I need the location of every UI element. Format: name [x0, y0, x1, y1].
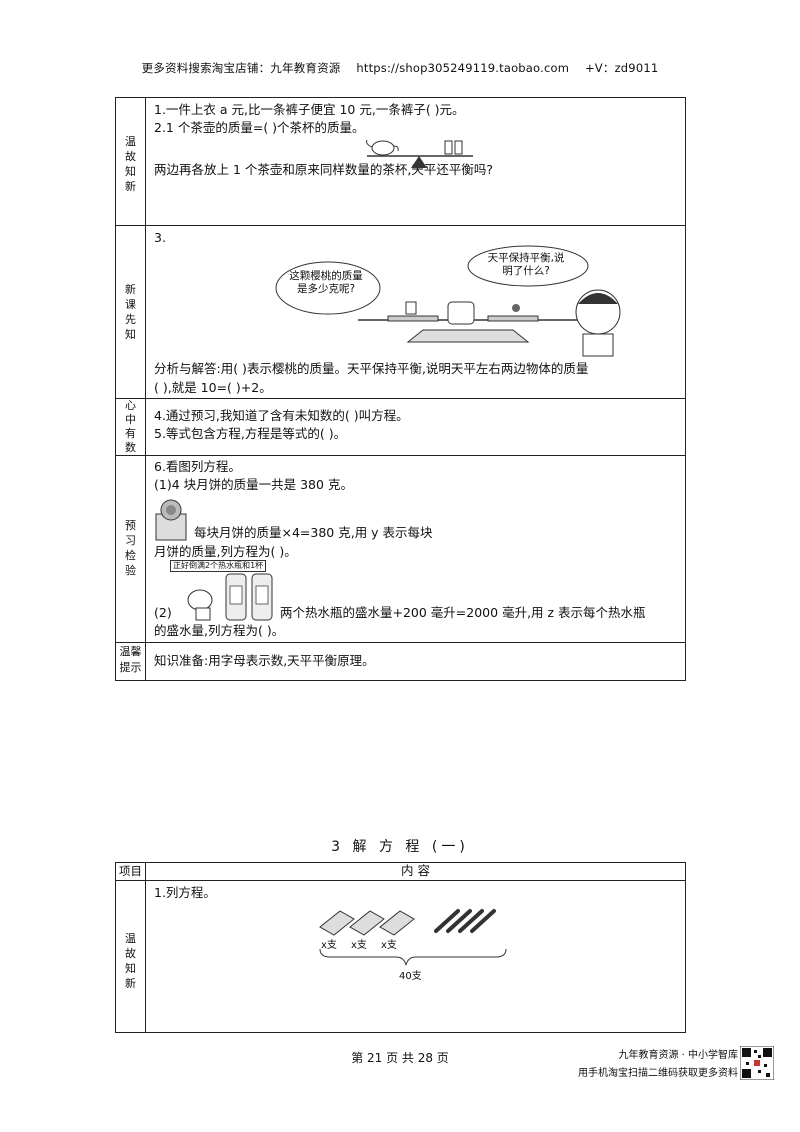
- page-number: 第 21 页 共 28 页: [351, 1051, 449, 1065]
- section-label-review: 温故知新: [115, 97, 146, 226]
- new-q3: 3.: [154, 230, 166, 245]
- section-label-review-2: 温故知新: [115, 880, 146, 1033]
- pack-label-3: x支: [381, 940, 397, 951]
- tips-text: 知识准备:用字母表示数,天平平衡原理。: [154, 653, 375, 668]
- section-mind: 4.通过预习,我知道了含有未知数的( )叫方程。 5.等式包含方程,方程是等式的…: [145, 398, 686, 456]
- bubble-right-text: 天平保持平衡,说明了什么?: [487, 252, 565, 277]
- section-label-mind: 心中有数: [115, 398, 146, 456]
- pack-label-1: x支: [321, 940, 337, 951]
- section-review-2: 1.列方程。 x支 x支 x支 40支: [145, 880, 686, 1033]
- preview-q6-2-text: 两个热水瓶的盛水量+200 毫升=2000 毫升,用 z 表示每个热水瓶: [280, 605, 646, 620]
- contact-text: +V：zd9011: [584, 61, 659, 75]
- shop-url[interactable]: https://shop305249119.taobao.com: [356, 61, 570, 75]
- preview-q6-1: (1)4 块月饼的质量一共是 380 克。: [154, 477, 353, 492]
- bubble-left-text: 这颗樱桃的质量是多少克呢?: [289, 270, 363, 295]
- section-review: 1.一件上衣 a 元,比一条裤子便宜 10 元,一条裤子( )元。 2.1 个茶…: [145, 97, 686, 226]
- section-tips: 知识准备:用字母表示数,天平平衡原理。: [145, 642, 686, 681]
- preview-q6-1-equation: 月饼的质量,列方程为( )。: [154, 544, 297, 559]
- preview-q6-2-label: (2): [154, 605, 172, 620]
- lesson2-table: 项目 内 容 温故知新 1.列方程。: [115, 862, 686, 1033]
- thermos-image: [187, 573, 273, 621]
- cherry-balance-image: [275, 245, 621, 357]
- brand-line-2: 用手机淘宝扫描二维码获取更多资料: [578, 1068, 738, 1079]
- review-q1: 1.一件上衣 a 元,比一条裤子便宜 10 元,一条裤子( )元。: [154, 102, 465, 117]
- review-q3: 两边再各放上 1 个茶壶和原来同样数量的茶杯,天平还平衡吗?: [154, 162, 494, 177]
- preview-q6-2-equation: 的盛水量,列方程为( )。: [154, 623, 285, 638]
- shop-text: 更多资料搜索淘宝店铺：九年教育资源: [141, 61, 341, 75]
- mind-q5: 5.等式包含方程,方程是等式的( )。: [154, 426, 347, 441]
- thermos-caption: 正好倒满2个热水瓶和1杯: [170, 560, 267, 572]
- preview-q6-1-text: 每块月饼的质量×4=380 克,用 y 表示每块: [194, 525, 433, 540]
- qr-code-icon[interactable]: [740, 1046, 774, 1080]
- review-q2: 2.1 个茶壶的质量=( )个茶杯的质量。: [154, 120, 365, 135]
- preview-q6: 6.看图列方程。: [154, 459, 241, 474]
- section-new-lesson: 3. 这颗樱桃的质量是多少克呢? 天平保持平衡,说明了什么? 分析与解答:用( …: [145, 225, 686, 399]
- total-label: 40支: [399, 971, 422, 982]
- pencil-packs-image: [319, 909, 507, 966]
- mooncake-image: [155, 499, 187, 541]
- new-analysis-2: ( ),就是 10=( )+2。: [154, 380, 272, 395]
- section-label-new: 新课先知: [115, 225, 146, 399]
- brand-line-1: 九年教育资源 · 中小学智库: [618, 1050, 738, 1061]
- lesson2-q1: 1.列方程。: [154, 885, 216, 900]
- column-header-item: 项目: [115, 862, 146, 881]
- section-label-preview: 预习检验: [115, 455, 146, 643]
- section-label-tips: 温馨提示: [115, 642, 146, 681]
- section-preview: 6.看图列方程。 (1)4 块月饼的质量一共是 380 克。 每块月饼的质量×4…: [145, 455, 686, 643]
- new-analysis-1: 分析与解答:用( )表示樱桃的质量。天平保持平衡,说明天平左右两边物体的质量: [154, 361, 589, 376]
- lesson-title: 3 解 方 程 (一): [331, 839, 469, 855]
- column-header-content: 内 容: [145, 862, 686, 881]
- page-header: 更多资料搜索淘宝店铺：九年教育资源 https://shop305249119.…: [0, 60, 800, 76]
- balance-teapot-cups-image: [366, 139, 473, 168]
- mind-q4: 4.通过预习,我知道了含有未知数的( )叫方程。: [154, 408, 409, 423]
- pack-label-2: x支: [351, 940, 367, 951]
- worksheet-table: 温故知新 1.一件上衣 a 元,比一条裤子便宜 10 元,一条裤子( )元。 2…: [115, 97, 686, 681]
